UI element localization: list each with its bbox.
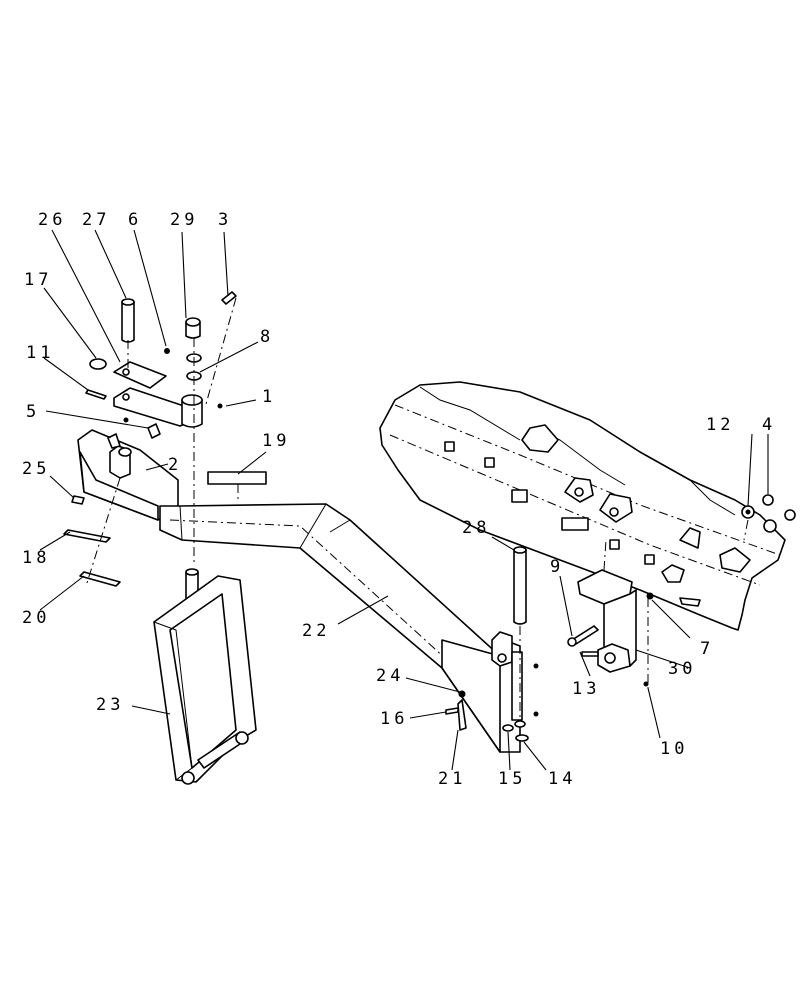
pin-27 <box>121 298 135 343</box>
bolt-9 <box>567 625 599 647</box>
nut-6 <box>164 348 170 354</box>
pin-5 <box>123 417 161 439</box>
callout-13: 13 <box>572 679 600 699</box>
main-arm-22 <box>159 503 521 753</box>
nut-7 <box>646 592 654 600</box>
pin-28 <box>513 546 527 625</box>
decal-19 <box>207 471 267 485</box>
washer-17 <box>89 358 107 370</box>
nut-10 <box>643 681 649 687</box>
wheel-frame-23 <box>153 568 257 785</box>
mount-bracket-30 <box>577 569 649 690</box>
callout-26: 26 <box>38 210 66 230</box>
decal-18 <box>63 529 111 543</box>
callout-labels: 26 27 6 29 3 17 8 11 1 5 19 25 2 18 20 1… <box>22 210 776 789</box>
callout-25: 25 <box>22 459 50 479</box>
callout-18: 18 <box>22 548 50 568</box>
callout-1: 1 <box>262 387 276 407</box>
decal-20 <box>79 571 121 587</box>
lynch-pin-21 <box>457 699 467 731</box>
arm-bracket-2 <box>77 429 179 521</box>
alignment-lines <box>85 297 749 720</box>
callout-29: 29 <box>170 210 198 230</box>
pin-3 <box>221 291 237 305</box>
callout-22: 22 <box>302 621 330 641</box>
callout-23: 23 <box>96 695 124 715</box>
callout-21: 21 <box>438 769 466 789</box>
callout-10: 10 <box>660 739 688 759</box>
callout-27: 27 <box>82 210 110 230</box>
callout-16: 16 <box>380 709 408 729</box>
pin-16 <box>445 707 459 715</box>
leader-lines <box>39 229 769 771</box>
callout-4: 4 <box>762 415 776 435</box>
frame-rail <box>379 381 786 631</box>
callout-12: 12 <box>706 415 734 435</box>
callout-17: 17 <box>24 270 52 290</box>
callout-15: 15 <box>498 769 526 789</box>
callout-2: 2 <box>168 455 182 475</box>
callout-20: 20 <box>22 608 50 628</box>
callout-11: 11 <box>26 343 54 363</box>
pin-25 <box>71 495 85 505</box>
callout-7: 7 <box>700 639 714 659</box>
callout-9: 9 <box>550 557 564 577</box>
callout-3: 3 <box>218 210 232 230</box>
callout-28: 28 <box>462 518 490 538</box>
bushing-29 <box>185 317 201 339</box>
callout-30: 30 <box>668 659 696 679</box>
callout-8: 8 <box>260 327 274 347</box>
pin-11 <box>85 389 107 400</box>
callout-14: 14 <box>548 769 576 789</box>
callout-19: 19 <box>262 431 290 451</box>
callout-24: 24 <box>376 666 404 686</box>
bolt-13 <box>581 651 599 657</box>
callout-5: 5 <box>26 402 40 422</box>
callout-6: 6 <box>128 210 142 230</box>
hinge-plate-26 <box>113 361 197 427</box>
hinge-tube-1 <box>181 394 223 428</box>
